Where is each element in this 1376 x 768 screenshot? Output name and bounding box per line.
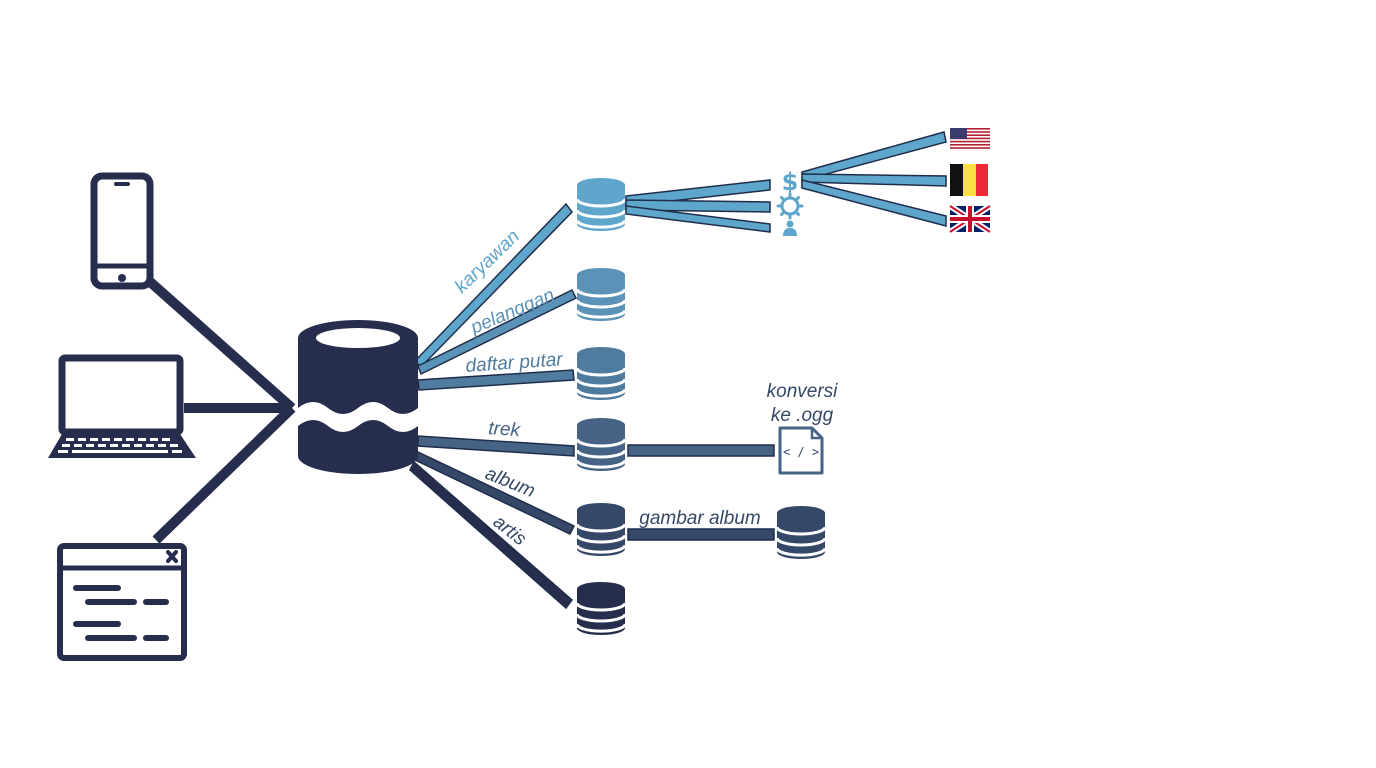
label-trek: trek	[488, 418, 523, 441]
client-connectors	[144, 276, 296, 544]
person-icon	[783, 220, 797, 236]
karyawan-attribute-connectors	[625, 179, 771, 233]
database-album-art	[775, 506, 827, 559]
belgium-flag-icon	[950, 164, 988, 196]
gear-icon	[776, 192, 804, 220]
data-lake-icon	[298, 320, 418, 474]
album-art-label: gambar album	[639, 508, 760, 529]
database-artis	[575, 582, 627, 635]
connector-phone	[144, 276, 296, 412]
dollar-icon: $	[782, 168, 799, 196]
connector-karyawan-person	[625, 205, 771, 233]
connector-artis	[409, 460, 574, 610]
connector-daftar-putar	[417, 369, 575, 391]
table-connectors	[409, 202, 578, 610]
connector-to-uk-flag	[801, 179, 947, 227]
us-flag-icon	[950, 128, 990, 149]
connector-pelanggan	[417, 288, 578, 376]
connector-to-us-flag	[801, 131, 947, 181]
database-daftar-putar	[575, 347, 627, 400]
app-window-icon	[57, 543, 187, 661]
laptop-icon	[48, 354, 196, 458]
database-karyawan	[575, 178, 627, 231]
conversion-label-line1: konversi	[767, 381, 839, 402]
connector-to-belgium-flag	[801, 173, 947, 187]
window-close-icon	[166, 550, 178, 563]
database-album	[575, 503, 627, 556]
table-databases	[575, 178, 827, 635]
connector-trek-conversion	[627, 444, 775, 457]
karyawan-attributes: $	[776, 168, 804, 236]
conversion-label-line2: ke .ogg	[771, 405, 834, 426]
connector-window	[152, 404, 296, 544]
smartphone-icon	[90, 172, 154, 290]
connector-album-art	[627, 528, 775, 541]
flag-connectors	[801, 131, 947, 227]
uk-flag-icon	[948, 203, 992, 235]
code-file-icon: < / >	[778, 426, 824, 475]
database-trek	[575, 418, 627, 471]
database-pelanggan	[575, 268, 627, 321]
code-glyph: < / >	[783, 445, 819, 459]
